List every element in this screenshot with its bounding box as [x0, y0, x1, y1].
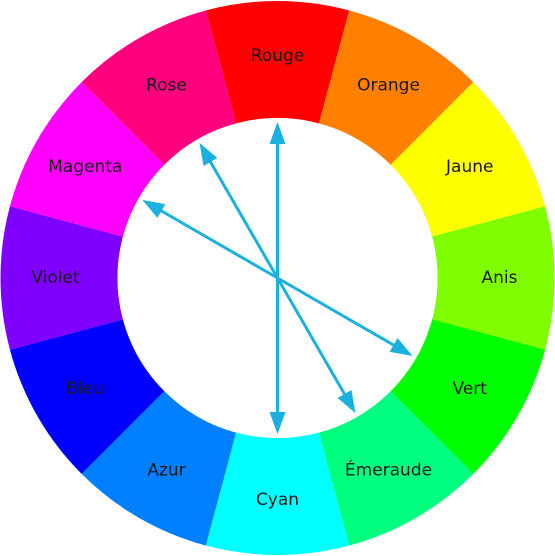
segment-cyan — [205, 432, 350, 555]
label-azur: Azur — [147, 460, 185, 480]
label-bleu: Bleu — [66, 379, 104, 399]
arrow-magenta-vert — [158, 208, 397, 348]
arrow-rouge-cyan-head-start — [269, 122, 286, 144]
segment-emeraude — [318, 391, 474, 546]
segment-bleu — [9, 319, 165, 474]
label-anis: Anis — [482, 268, 518, 288]
label-emeraude: Émeraude — [345, 458, 432, 480]
segment-rose — [81, 10, 237, 165]
label-rose: Rose — [146, 76, 187, 96]
label-cyan: Cyan — [256, 490, 299, 510]
label-vert: Vert — [453, 379, 488, 399]
segment-orange — [318, 10, 474, 165]
segment-violet — [0, 206, 123, 350]
complementary-arrows — [142, 122, 413, 434]
arrow-rose-emeraude-head-end — [337, 390, 356, 414]
label-orange: Orange — [357, 76, 420, 96]
label-violet: Violet — [31, 268, 80, 288]
label-rouge: Rouge — [251, 46, 304, 66]
segment-rouge — [205, 1, 350, 124]
arrow-magenta-vert-head-start — [142, 200, 166, 218]
label-jaune: Jaune — [445, 157, 493, 177]
label-magenta: Magenta — [48, 157, 122, 177]
segment-vert — [390, 319, 546, 474]
segment-azur — [81, 391, 237, 546]
arrow-magenta-vert-head-end — [389, 338, 413, 356]
arrow-rose-emeraude-head-start — [199, 142, 218, 166]
segment-magenta — [9, 82, 165, 237]
segment-jaune — [390, 82, 546, 237]
segment-anis — [432, 206, 555, 350]
arrow-rouge-cyan-head-end — [269, 412, 286, 434]
